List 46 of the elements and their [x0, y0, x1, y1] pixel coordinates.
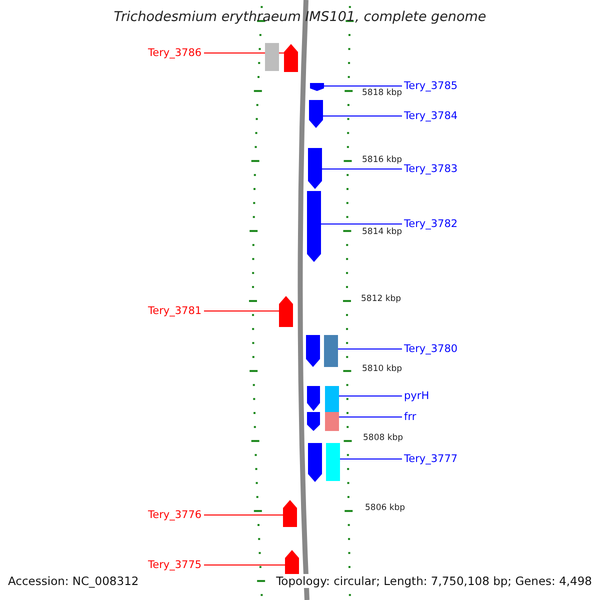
gene-feature: [307, 412, 320, 431]
leader-line: [338, 348, 402, 350]
gene-feature: [279, 296, 293, 327]
gene-label: pyrH: [404, 389, 430, 403]
footer-text: Accession: NC_008312: [8, 574, 139, 588]
gene-block: [265, 43, 279, 71]
title: Trichodesmium erythraeum IMS101, complete genome: [112, 9, 488, 25]
gene-label: Tery_3776: [148, 508, 202, 522]
gene-label: Tery_3785: [404, 79, 458, 93]
gene-block: [325, 412, 339, 431]
gene-feature: [285, 550, 299, 575]
scale-label: 5818 kbp: [362, 88, 402, 98]
leader-line: [322, 168, 402, 170]
leader-line: [204, 564, 286, 566]
gene-feature: [308, 443, 322, 482]
scale-label: 5810 kbp: [362, 364, 402, 374]
gene-feature: [309, 100, 323, 128]
gene-label: Tery_3786: [148, 46, 202, 60]
scale-label: 5814 kbp: [362, 227, 402, 237]
gene-label: Tery_3781: [148, 304, 202, 318]
gene-block: [324, 335, 338, 367]
leader-line: [338, 416, 402, 418]
leader-line: [204, 310, 280, 312]
gene-feature: [307, 191, 321, 262]
gene-feature: [283, 500, 297, 527]
gene-label: Tery_3775: [148, 558, 202, 572]
scale-label: 5808 kbp: [363, 433, 404, 443]
gene-label: Tery_3777: [404, 452, 458, 466]
leader-line: [204, 514, 284, 516]
scale-label: 5812 kbp: [361, 294, 402, 304]
scale-label: 5806 kbp: [365, 503, 406, 513]
footer-text: Topology: circular; Length: 7,750,108 bp; Genes: 4,498: [276, 574, 592, 588]
gene-label: Tery_3782: [404, 217, 458, 231]
gene-label: Tery_3784: [404, 109, 458, 123]
gene-feature: [307, 386, 320, 411]
gene-feature: [284, 44, 298, 72]
gene-label: frr: [404, 410, 416, 424]
gene-block: [326, 443, 340, 481]
scale-label: 5816 kbp: [362, 155, 402, 165]
gene-block: [325, 386, 339, 412]
gene-label: Tery_3780: [404, 342, 458, 356]
gene-feature: [310, 83, 324, 91]
gene-label: Tery_3783: [404, 162, 458, 176]
leader-line: [340, 458, 402, 460]
gene-feature: [306, 335, 320, 367]
gene-feature: [308, 148, 322, 189]
